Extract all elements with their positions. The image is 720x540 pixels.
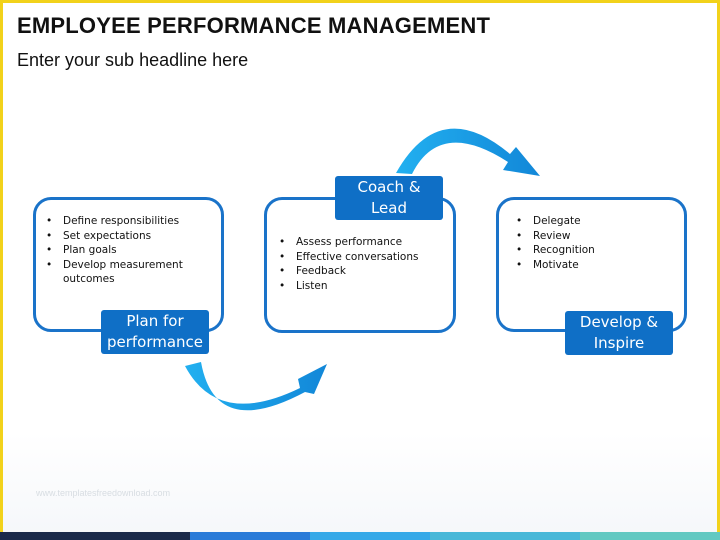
list-item: Develop measurement (46, 258, 216, 273)
list-item: Effective conversations (279, 250, 449, 265)
stage-label-plan: Plan for performance (101, 310, 209, 354)
list-item: Motivate (516, 258, 676, 273)
arrow-coach-to-develop (396, 128, 540, 176)
list-item: Review (516, 229, 676, 244)
list-item: Listen (279, 279, 449, 294)
stage-label-line: Lead (370, 199, 408, 217)
list-item: Set expectations (46, 229, 216, 244)
list-item: Delegate (516, 214, 676, 229)
list-item: Assess performance (279, 235, 449, 250)
page-subtitle: Enter your sub headline here (17, 50, 249, 70)
bottom-bar (0, 532, 720, 540)
page-title: EMPLOYEE PERFORMANCE MANAGEMENT (17, 13, 491, 38)
stage-label-develop: Develop & Inspire (565, 311, 673, 355)
list-item: Define responsibilities (46, 214, 216, 229)
list-item: Feedback (279, 264, 449, 279)
stage-list-coach: Assess performance Effective conversatio… (279, 235, 449, 293)
stage-label-coach: Coach & Lead (335, 176, 443, 220)
stage-label-line: Plan for (126, 312, 184, 330)
list-item: Recognition (516, 243, 676, 258)
stage-label-line: Coach & (357, 178, 421, 196)
arrow-plan-to-coach (185, 362, 327, 411)
stage-label-line: Develop & (579, 313, 659, 331)
list-item: outcomes (63, 273, 115, 285)
watermark: www.templatesfreedownload.com (36, 488, 171, 498)
stage-label-line: performance (106, 333, 204, 351)
stage-list-plan: Define responsibilities Set expectations… (46, 214, 216, 287)
list-item: Plan goals (46, 243, 216, 258)
stage-list-develop: Delegate Review Recognition Motivate (516, 214, 676, 272)
stage-label-line: Inspire (593, 334, 645, 352)
